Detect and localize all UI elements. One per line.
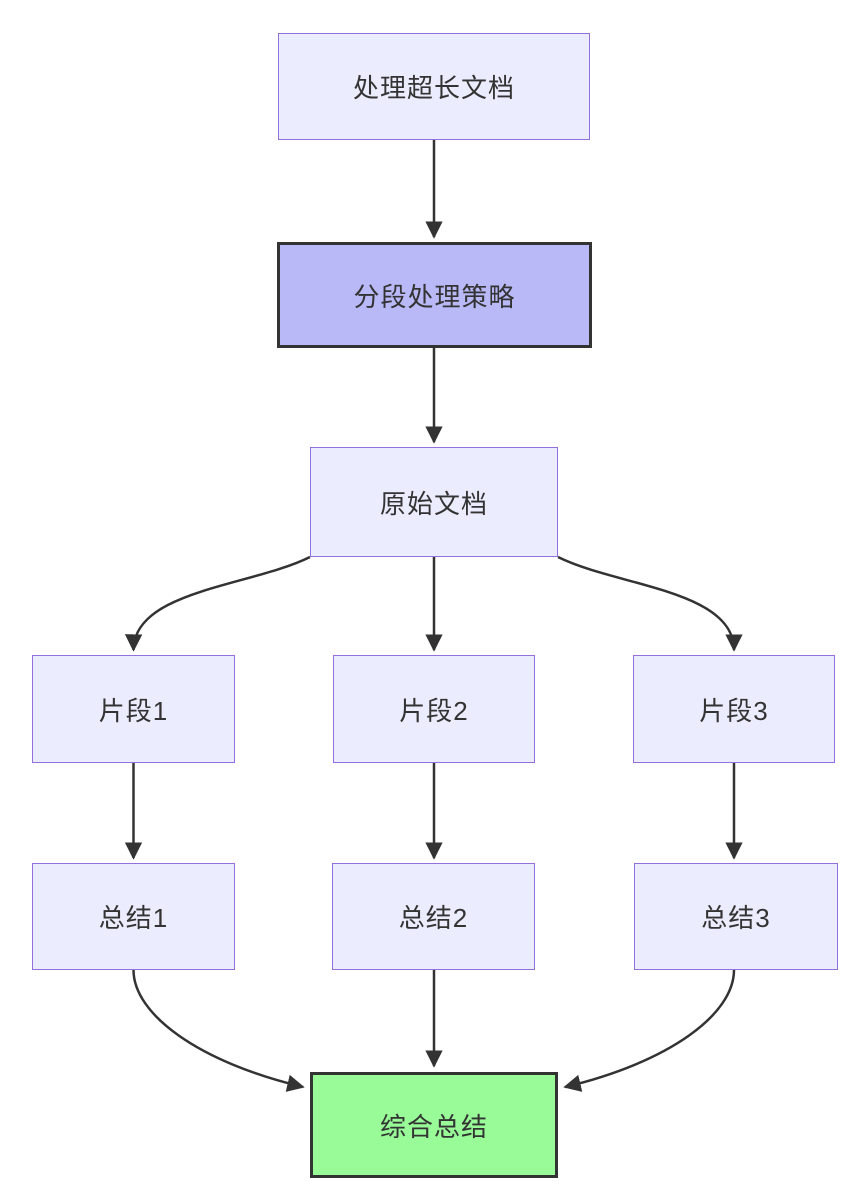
edge-c-d1	[124, 555, 311, 652]
edge-e1-f	[132, 969, 305, 1092]
edge-c-d3	[557, 555, 743, 652]
node-fragment-3: 片段3	[633, 655, 835, 763]
node-fragment-1: 片段1	[32, 655, 235, 763]
node-fragment-2: 片段2	[333, 655, 535, 763]
edge-e3-f	[563, 969, 736, 1092]
node-summary-3: 总结3	[634, 863, 838, 970]
node-process-long-doc: 处理超长文档	[278, 33, 590, 140]
node-combined-summary: 综合总结	[310, 1072, 558, 1178]
node-original-doc: 原始文档	[310, 447, 558, 557]
node-segment-strategy: 分段处理策略	[277, 242, 592, 348]
node-summary-2: 总结2	[332, 863, 535, 970]
node-summary-1: 总结1	[32, 863, 235, 970]
